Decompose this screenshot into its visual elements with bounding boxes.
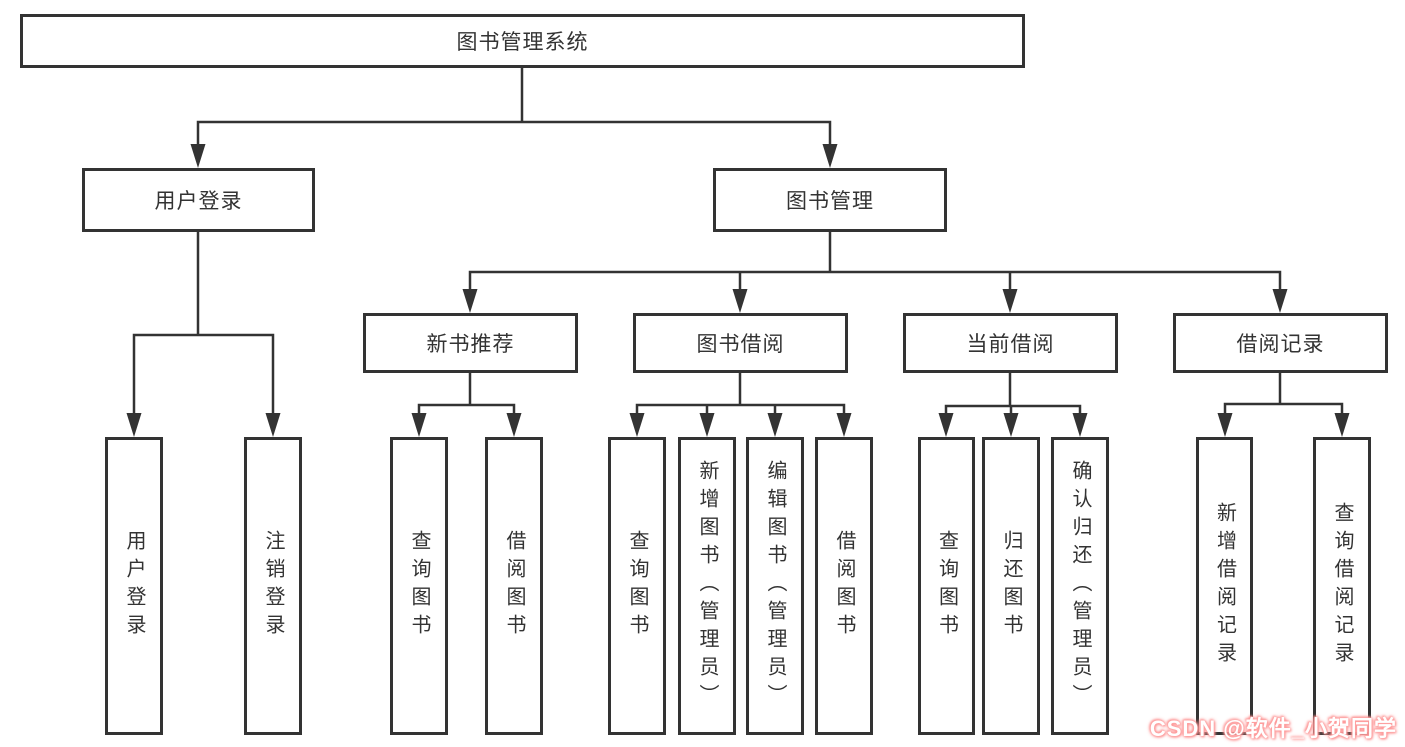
leaf-cb-query-book: 查询图书 [918, 437, 975, 735]
node-book-management: 图书管理 [713, 168, 947, 232]
edge-current-borrow-branch [944, 371, 1082, 417]
arrow-down-icon [1272, 289, 1288, 313]
csdn-watermark: CSDN @软件_小贺同学 [1149, 716, 1397, 741]
arrow-down-icon [629, 413, 645, 437]
leaf-rec-query-book: 查询图书 [390, 437, 448, 735]
node-book-borrowing: 图书借阅 [633, 313, 848, 373]
edge-book-borrow-branch [635, 371, 846, 417]
leaf-rec-borrow-book: 借阅图书 [485, 437, 543, 735]
arrow-down-icon [938, 413, 954, 437]
arrow-down-icon [462, 289, 478, 313]
arrow-down-icon [411, 413, 427, 437]
arrow-down-icon [506, 413, 522, 437]
leaf-bb-add-book-admin: 新增图书（管理员） [678, 437, 736, 735]
edge-root-branch [196, 66, 832, 148]
leaf-cb-confirm-return-admin: 确认归还（管理员） [1051, 437, 1109, 735]
node-new-book-recommendation: 新书推荐 [363, 313, 578, 373]
arrow-down-icon [1217, 413, 1233, 437]
node-root-system: 图书管理系统 [20, 14, 1025, 68]
leaf-bb-edit-book-admin: 编辑图书（管理员） [746, 437, 804, 735]
leaf-bb-query-book: 查询图书 [608, 437, 666, 735]
arrow-down-icon [732, 289, 748, 313]
leaf-br-query-record: 查询借阅记录 [1313, 437, 1371, 735]
edge-new-book-rec-branch [417, 371, 516, 417]
node-borrowing-records: 借阅记录 [1173, 313, 1388, 373]
arrow-down-icon [1334, 413, 1350, 437]
edge-book-mgmt-branch [468, 230, 1282, 293]
arrow-down-icon [126, 413, 142, 437]
arrow-down-icon [1072, 413, 1088, 437]
arrow-down-icon [836, 413, 852, 437]
leaf-bb-borrow-book: 借阅图书 [815, 437, 873, 735]
leaf-logout: 注销登录 [244, 437, 302, 735]
leaf-br-add-record: 新增借阅记录 [1196, 437, 1253, 735]
arrow-down-icon [767, 413, 783, 437]
leaf-user-login: 用户登录 [105, 437, 163, 735]
arrow-down-icon [699, 413, 715, 437]
edge-user-login-branch [132, 230, 275, 417]
arrow-down-icon [1003, 413, 1019, 437]
node-current-borrowing: 当前借阅 [903, 313, 1118, 373]
edge-borrow-records-branch [1223, 371, 1344, 417]
leaf-cb-return-book: 归还图书 [982, 437, 1040, 735]
arrow-down-icon [190, 144, 206, 168]
arrow-down-icon [1002, 289, 1018, 313]
arrow-down-icon [265, 413, 281, 437]
node-user-login: 用户登录 [82, 168, 315, 232]
arrow-down-icon [822, 144, 838, 168]
